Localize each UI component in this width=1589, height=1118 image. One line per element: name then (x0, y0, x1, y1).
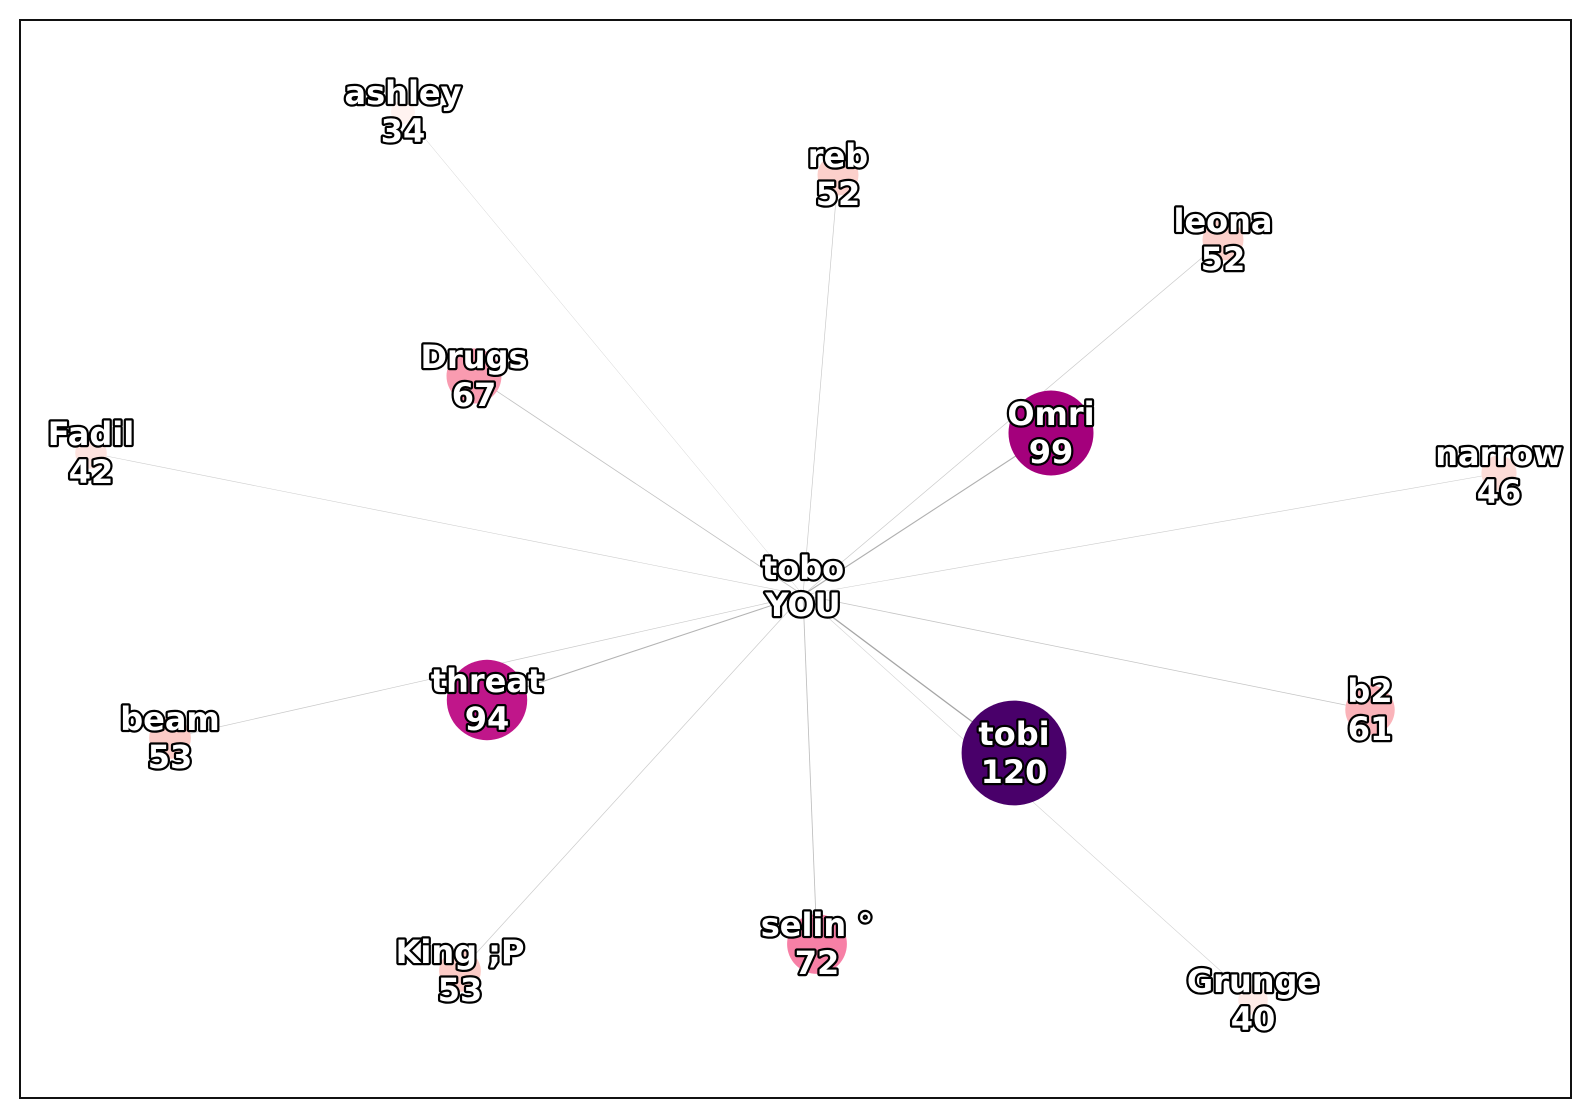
node-reb-value: 52 (816, 175, 861, 213)
node-omri-value: 99 (1029, 433, 1074, 471)
node-beam-value: 53 (148, 738, 193, 776)
edge-narrow (802, 472, 1500, 596)
node-king-p-name: King ;P (396, 933, 525, 971)
node-ashley-value: 34 (381, 112, 426, 150)
center-node-tag: YOU (764, 586, 840, 624)
node-omri (1008, 390, 1094, 476)
node-beam (149, 717, 191, 759)
node-omri-name: Omri (1007, 395, 1094, 433)
node-reb-name: reb (808, 137, 868, 175)
node-fadil (75, 437, 107, 469)
node-drugs-value: 67 (452, 376, 497, 414)
edge-drugs (473, 375, 804, 596)
node-ashley-name: ashley (345, 74, 462, 112)
nodes-layer (75, 100, 1517, 1015)
node-reb (817, 154, 859, 196)
node-tobi-name: tobi (978, 715, 1049, 753)
node-grunge-value: 40 (1231, 1000, 1276, 1038)
edge-b2 (802, 594, 1371, 711)
node-tobi (961, 700, 1067, 806)
node-selin-value: 72 (795, 944, 840, 982)
node-threat-value: 94 (465, 700, 510, 738)
node-narrow-name: narrow (1435, 435, 1562, 473)
center-node-name: tobo (762, 549, 844, 587)
node-fadil-name: Fadil (48, 415, 134, 453)
edges-layer (90, 111, 1500, 1001)
node-drugs-name: Drugs (420, 338, 527, 376)
node-ashley (391, 100, 415, 124)
node-narrow (1481, 455, 1517, 491)
node-leona-name: leona (1173, 202, 1272, 240)
node-b2 (1345, 685, 1395, 735)
node-grunge (1238, 985, 1268, 1015)
edge-fadil (90, 452, 804, 596)
node-king-p-value: 53 (438, 971, 483, 1009)
center-node: tobo YOU (760, 547, 847, 627)
edge-king-p (459, 594, 804, 972)
node-king-p (439, 950, 481, 992)
node-fadil-value: 42 (69, 453, 114, 491)
node-threat (446, 659, 528, 741)
node-b2-value: 61 (1348, 710, 1393, 748)
node-tobi-value: 120 (981, 753, 1048, 791)
node-threat-name: threat (431, 662, 543, 700)
plot-frame (19, 19, 1572, 1099)
node-grunge-name: Grunge (1187, 962, 1319, 1000)
edge-ashley (402, 111, 804, 596)
node-leona (1202, 219, 1244, 261)
node-leona-value: 52 (1201, 240, 1246, 278)
edge-threat (486, 594, 804, 701)
edge-selin (802, 594, 818, 945)
node-selin (787, 914, 847, 974)
edge-reb (802, 174, 839, 596)
node-b2-name: b2 (1347, 672, 1392, 710)
node-drugs (446, 348, 502, 404)
node-selin-name: selin ° (761, 906, 874, 944)
edge-omri (802, 432, 1052, 596)
node-beam-name: beam (120, 700, 220, 738)
node-narrow-value: 46 (1477, 473, 1522, 511)
